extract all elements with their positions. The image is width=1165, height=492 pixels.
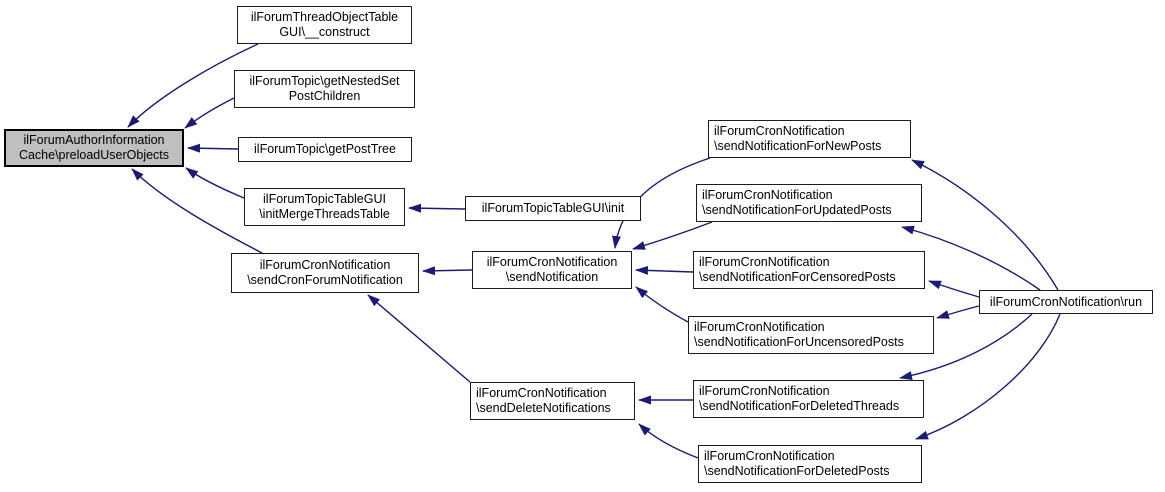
node-label-line: \sendNotificationForUpdatedPosts (702, 203, 892, 217)
node-label-line: ilForumCronNotification (486, 255, 618, 269)
node-label-line: ilForumCronNotification (694, 320, 825, 334)
node-label-line: ilForumCronNotification\run (989, 294, 1143, 309)
node-label-line: ilForumCronNotification (704, 449, 835, 463)
node-label-line: ilForumCronNotification (476, 386, 607, 400)
node-label-line: \sendNotificationForDeletedThreads (699, 399, 900, 413)
node-label-line: ilForumCronNotification (714, 124, 845, 138)
edge-get-post-tree-to-preload-user-objects (187, 143, 239, 153)
node-send-notification-for-updated-posts[interactable]: ilForumCronNotification\sendNotification… (696, 184, 922, 222)
edge-run-to-send-notification-for-deleted-posts (915, 313, 1061, 440)
edge-send-notification-for-censored-posts-to-send-notification (635, 265, 694, 275)
node-label-line: \sendDeleteNotifications (476, 401, 611, 415)
node-send-cron-forum-notification[interactable]: ilForumCronNotification\sendCronForumNot… (231, 253, 419, 293)
node-label-line: ilForumTopicTableGUI\init (481, 201, 625, 215)
node-label-line: GUI\__construct (279, 25, 370, 39)
node-send-notification[interactable]: ilForumCronNotification\sendNotification (472, 251, 632, 289)
node-label-line: ilForumTopic\getNestedSet (249, 74, 400, 88)
node-send-notification-for-uncensored-posts[interactable]: ilForumCronNotification\sendNotification… (688, 316, 934, 354)
node-label-line: Cache\preloadUserObjects (18, 148, 170, 162)
node-label-line: ilForumAuthorInformation (23, 133, 165, 147)
node-label-line: \sendNotificationForDeletedPosts (704, 464, 890, 478)
node-label-line: ilForumCronNotification (702, 188, 833, 202)
node-send-delete-notifications[interactable]: ilForumCronNotification\sendDeleteNotifi… (470, 382, 635, 420)
node-label-line: PostChildren (288, 89, 361, 103)
edge-send-notification-for-uncensored-posts-to-send-notification (635, 286, 689, 323)
node-label-line: \sendNotificationForNewPosts (714, 139, 882, 153)
node-send-notification-for-deleted-posts[interactable]: ilForumCronNotification\sendNotification… (698, 445, 922, 483)
node-send-notification-for-deleted-threads[interactable]: ilForumCronNotification\sendNotification… (693, 380, 924, 418)
node-label-line: ilForumCronNotification (699, 384, 830, 398)
node-label-line: \initMergeThreadsTable (259, 207, 390, 221)
edge-send-cron-forum-notification-to-preload-user-objects (131, 168, 263, 254)
edge-run-to-send-notification-for-censored-posts (928, 280, 980, 298)
edge-send-notification-for-updated-posts-to-send-notification (632, 221, 713, 250)
edge-topic-table-gui-init-to-init-merge-threads-table (408, 203, 466, 213)
node-label-line: \sendCronForumNotification (247, 273, 403, 287)
node-label-line: ilForumTopic\getPostTree (254, 142, 396, 156)
node-send-notification-for-censored-posts[interactable]: ilForumCronNotification\sendNotification… (693, 251, 925, 289)
node-label-line: \sendNotification (505, 270, 599, 284)
node-send-notification-for-new-posts[interactable]: ilForumCronNotification\sendNotification… (708, 120, 911, 158)
node-label-line: ilForumCronNotification (259, 258, 391, 272)
node-label-line: \sendNotificationForUncensoredPosts (694, 335, 904, 349)
node-topic-table-gui-init[interactable]: ilForumTopicTableGUI\init (465, 196, 641, 221)
node-label-line: ilForumThreadObjectTable (250, 10, 399, 24)
node-run[interactable]: ilForumCronNotification\run (979, 290, 1153, 314)
node-label-line: \sendNotificationForCensoredPosts (699, 270, 896, 284)
node-init-merge-threads-table[interactable]: ilForumTopicTableGUI\initMergeThreadsTab… (244, 188, 405, 226)
edge-send-notification-to-send-cron-forum-notification (422, 266, 473, 276)
edge-get-nested-set-post-children-to-preload-user-objects (184, 97, 235, 129)
node-label-line: ilForumTopicTableGUI (263, 192, 386, 206)
edge-send-delete-notifications-to-send-cron-forum-notification (367, 294, 471, 383)
node-label-line: ilForumCronNotification (699, 255, 830, 269)
edge-send-notification-for-deleted-posts-to-send-delete-notifications (638, 423, 699, 459)
node-get-post-tree[interactable]: ilForumTopic\getPostTree (238, 137, 412, 162)
edge-run-to-send-notification-for-new-posts (911, 159, 1059, 291)
edge-run-to-send-notification-for-uncensored-posts (936, 305, 980, 319)
edge-init-merge-threads-table-to-preload-user-objects (185, 167, 245, 199)
